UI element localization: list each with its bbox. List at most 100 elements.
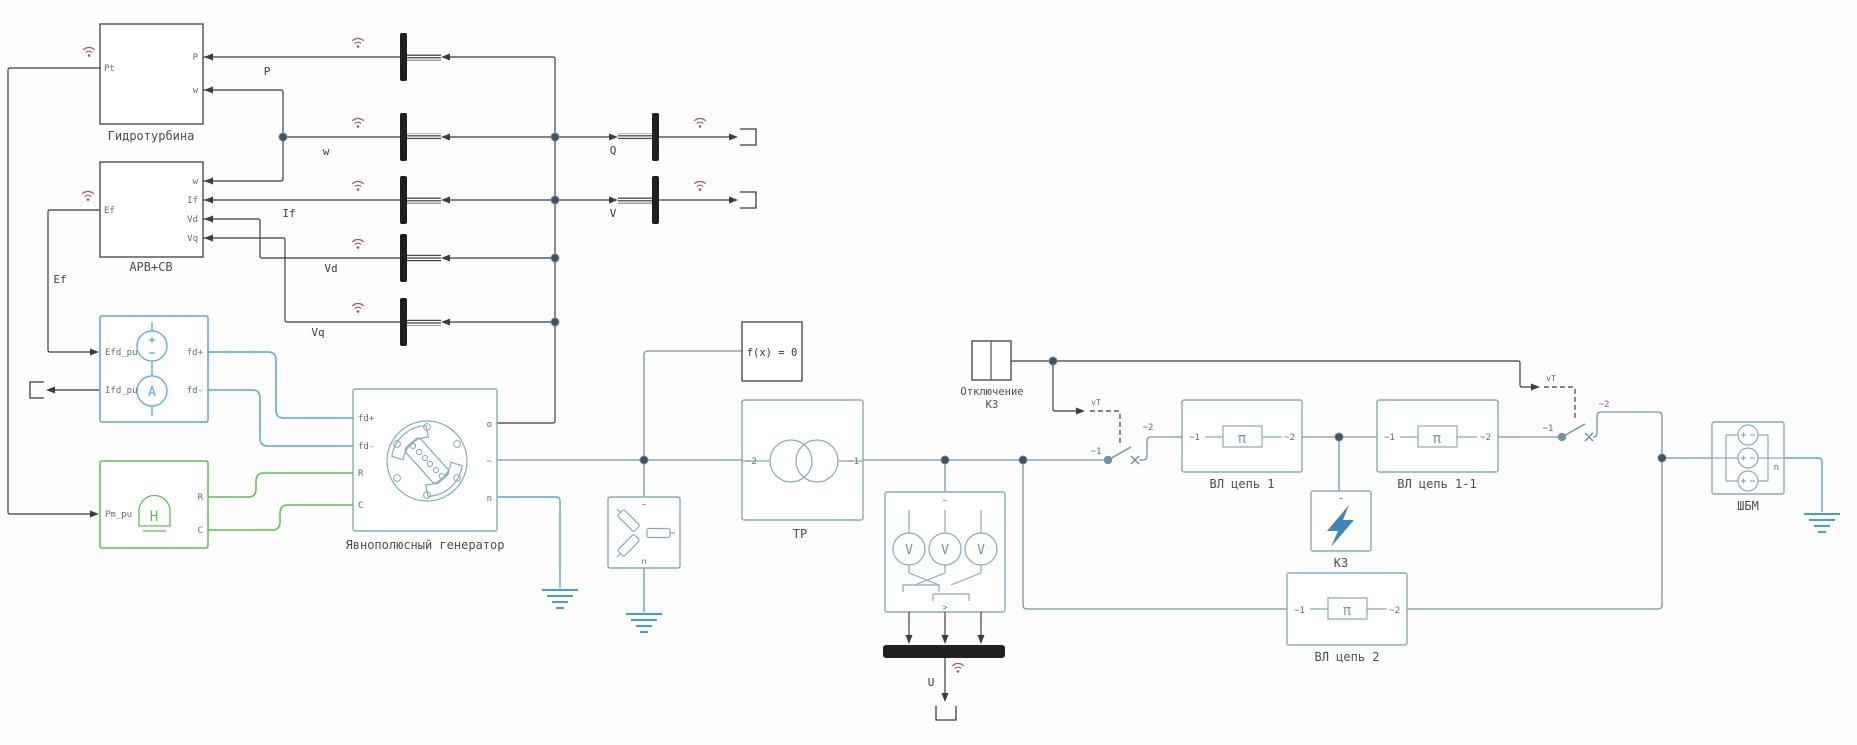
line11-label: ВЛ цепь 1-1 — [1397, 477, 1476, 491]
line11-pi: π — [1433, 431, 1442, 447]
fault-label: КЗ — [1334, 556, 1348, 570]
port-label-fdp: fd+ — [187, 348, 204, 358]
signal-label-w: w — [323, 145, 330, 158]
line2-port-out: ~2 — [1389, 606, 1400, 616]
line11-block[interactable]: ~1 ~2 π ВЛ цепь 1-1 — [1376, 399, 1499, 491]
vm-port-out: > — [943, 603, 948, 612]
line2-block[interactable]: ~1 ~2 π ВЛ цепь 2 — [1286, 572, 1408, 664]
load-port-n: n — [642, 557, 647, 566]
breaker-switch-2[interactable]: ~1 ~2 — [1543, 400, 1610, 442]
voltmeter-letter-2: V — [941, 543, 949, 558]
line2-label: ВЛ цепь 2 — [1314, 650, 1379, 664]
signal-label-q: Q — [610, 144, 617, 157]
wire-arrows — [46, 53, 1540, 702]
line2-pi: π — [1343, 603, 1352, 619]
hydro-turbine-block[interactable]: Pt P w Гидротурбина — [99, 23, 204, 143]
line2-port-in: ~1 — [1294, 606, 1305, 616]
generator-block[interactable]: fd+ fd- R C o ~ n Явнополюсный генератор — [346, 388, 505, 552]
signal-label-vt1: vT — [1091, 398, 1101, 407]
signal-label-if: If — [282, 207, 295, 220]
bus-port-n: n — [1774, 463, 1779, 473]
excitation-source-block[interactable]: Efd_pu Ifd_pu fd+ fd- A — [99, 315, 209, 423]
wireless-icon — [81, 37, 965, 674]
avr-block[interactable]: Ef w If Vd Vq АРВ+СВ — [99, 161, 204, 274]
port-label-r: R — [198, 493, 204, 503]
tr-port-in: ~2 — [746, 457, 757, 467]
port-label-p: P — [193, 53, 199, 63]
gen-port-n: n — [487, 494, 492, 504]
gen-port-c: C — [358, 501, 363, 511]
signal-label-ef: Ef — [53, 273, 66, 286]
port-label-w2: w — [193, 177, 199, 187]
neutral-ground-wires — [497, 457, 1823, 612]
fault-trip-label-1: Отключение — [960, 386, 1023, 398]
signal-label-vt2: vT — [1546, 374, 1556, 383]
gen-port-r: R — [358, 469, 364, 479]
load-port-ac: ~ — [642, 500, 647, 509]
hydro-machine-icon: H — [138, 494, 171, 532]
sw2-port-out: ~2 — [1599, 400, 1610, 410]
voltmeter-icon — [892, 510, 998, 601]
fault-trip-block[interactable]: Отключение КЗ — [960, 340, 1024, 411]
breaker-switch-1[interactable]: ~1 ~2 — [1091, 423, 1154, 465]
fault-block[interactable]: ~ КЗ — [1310, 490, 1372, 570]
sw1-port-in: ~1 — [1091, 447, 1102, 457]
port-label-pt: Pt — [104, 64, 115, 74]
scope-tap-bars[interactable] — [400, 33, 659, 346]
ammeter-letter: A — [148, 385, 156, 400]
voltmeter-letter-1: V — [905, 543, 913, 558]
junction-dots — [278, 132, 1667, 465]
line11-port-out: ~2 — [1480, 433, 1491, 443]
excitation-wires — [208, 351, 353, 447]
gen-port-o: o — [487, 420, 492, 430]
voltmeter-block[interactable]: ~ V V V > — [884, 491, 1006, 613]
port-label-c: C — [198, 526, 203, 536]
port-label-if: If — [187, 196, 198, 206]
infinite-bus-block[interactable]: ~ n ШБМ — [1711, 421, 1785, 513]
port-label-vq: Vq — [187, 234, 198, 244]
load-block[interactable]: ~ n — [607, 496, 681, 569]
constraint-block[interactable]: f(x) = 0 — [741, 321, 803, 382]
signal-labels: P w If Vd Vq Ef Q V U vT vT — [53, 65, 1556, 689]
avr-label: АРВ+СВ — [129, 260, 172, 274]
signal-label-v: V — [610, 207, 617, 220]
signal-label-vq: Vq — [311, 326, 324, 339]
port-label-pm: Pm_pu — [105, 510, 132, 520]
port-label-w: w — [193, 86, 199, 96]
port-label-fdm: fd- — [187, 386, 203, 396]
line1-port-out: ~2 — [1284, 433, 1295, 443]
power-wires — [497, 350, 1712, 610]
generator-icon — [386, 420, 468, 502]
bus-port-ac: ~ — [1716, 454, 1722, 464]
dc-source-icon — [136, 322, 168, 376]
gen-port-fdm: fd- — [358, 442, 374, 452]
mechanical-wires — [208, 472, 353, 531]
signal-label-vd: Vd — [324, 262, 337, 275]
port-label-ef: Ef — [104, 206, 115, 216]
mech-source-block[interactable]: Pm_pu R C H — [99, 460, 209, 549]
three-phase-load-icon — [616, 508, 675, 558]
sw2-port-in: ~1 — [1543, 424, 1554, 434]
port-label-vd: Vd — [187, 215, 198, 225]
infinite-bus-label: ШБМ — [1737, 499, 1759, 513]
line11-port-in: ~1 — [1384, 433, 1395, 443]
ground-symbol — [541, 513, 1841, 633]
transformer-block[interactable]: ~2 ~1 ТР — [741, 399, 864, 541]
mech-icon-letter: H — [150, 509, 158, 525]
line1-label: ВЛ цепь 1 — [1209, 477, 1274, 491]
sw1-port-out: ~2 — [1143, 423, 1154, 433]
gen-port-fdp: fd+ — [358, 414, 375, 424]
vm-port-ac: ~ — [943, 496, 948, 505]
lightning-icon — [1327, 505, 1354, 547]
gen-port-ac: ~ — [487, 457, 493, 467]
voltmeter-letter-3: V — [977, 543, 985, 558]
fault-trip-label-2: КЗ — [986, 399, 999, 411]
transformer-label: ТР — [793, 527, 807, 541]
port-label-ifd: Ifd_pu — [105, 386, 138, 396]
mux-bus-bar[interactable] — [883, 612, 1005, 658]
output-terminal[interactable] — [29, 128, 957, 721]
line1-block[interactable]: ~1 ~2 π ВЛ цепь 1 — [1181, 399, 1303, 491]
three-phase-source-icon — [1712, 424, 1784, 492]
port-label-efd: Efd_pu — [105, 348, 138, 358]
